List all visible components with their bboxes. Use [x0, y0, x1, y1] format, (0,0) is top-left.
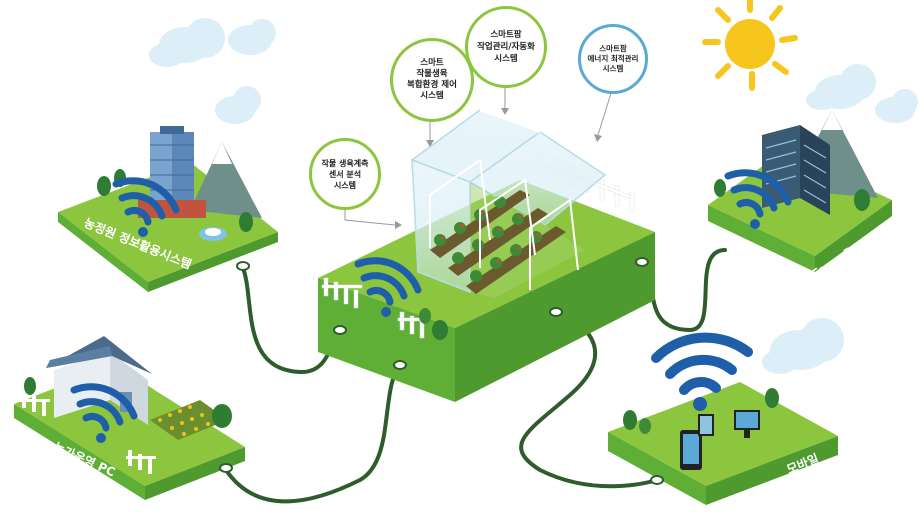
bubble-environment-control: 스마트 작물생육 복합환경 제어 시스템 — [390, 38, 474, 122]
server-icon — [762, 125, 830, 215]
bubble-energy-text: 스마트팜 에너지 최적관리 시스템 — [587, 44, 639, 73]
tree-icon — [714, 179, 870, 211]
wifi-icon — [112, 177, 180, 237]
cloud-icon — [149, 18, 225, 67]
cloud-icon — [806, 64, 876, 110]
bubble-energy: 스마트팜 에너지 최적관리 시스템 — [578, 24, 648, 94]
fence-icon — [20, 392, 156, 474]
tree-icon — [24, 377, 232, 428]
sun-icon — [702, 0, 798, 91]
cable-connectors — [219, 257, 664, 485]
monitor-icon — [698, 410, 760, 438]
wifi-icon — [651, 332, 753, 411]
bubble-environment-text: 스마트 작물생육 복합환경 제어 시스템 — [407, 58, 457, 101]
bubble-sensor-text: 작물 생육계측 센서 분석 시스템 — [321, 158, 369, 190]
platform-mobile — [608, 382, 838, 505]
tree-icon — [419, 308, 448, 340]
cloud-icon — [228, 19, 276, 55]
cloud-icon — [215, 86, 261, 124]
cloud-icon — [875, 89, 918, 123]
bubble-sensor-analysis: 작물 생육계측 센서 분석 시스템 — [309, 138, 381, 210]
smartphone-icon — [680, 430, 702, 470]
fountain-icon — [199, 227, 227, 241]
bubble-automation: 스마트팜 작업관리/자동화 시스템 — [465, 6, 547, 88]
greenhouse-icon — [410, 109, 607, 298]
tree-icon — [623, 388, 779, 434]
wifi-icon — [724, 169, 792, 229]
wifi-icon — [70, 383, 138, 443]
cloud-icon — [762, 318, 844, 374]
mountain-icon — [190, 142, 262, 218]
wifi-icon — [354, 257, 422, 317]
bubble-automation-text: 스마트팜 작업관리/자동화 시스템 — [477, 30, 535, 64]
bubble-pointer-heads — [395, 108, 602, 229]
